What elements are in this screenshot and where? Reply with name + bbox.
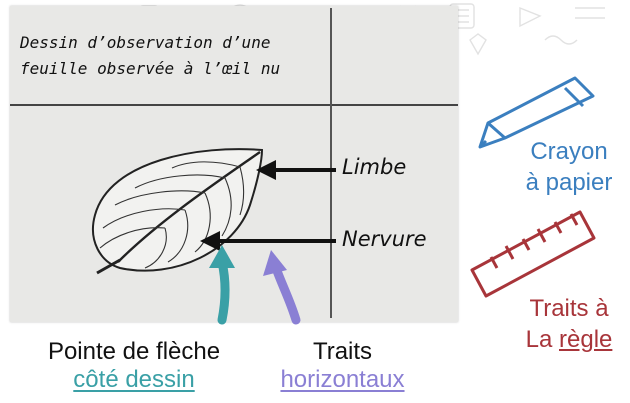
limbe-arrow bbox=[256, 160, 336, 180]
doodle-tube-icon bbox=[469, 33, 487, 56]
paper-title: Dessin d’observation d’une feuille obser… bbox=[20, 30, 310, 82]
limbe-label: Limbe bbox=[342, 155, 407, 179]
ruler-caption-line1: Traits à bbox=[529, 295, 609, 322]
paper-title-line2: feuille observée à l’œil nu bbox=[20, 59, 281, 78]
pencil-caption-line1: Crayon bbox=[530, 138, 608, 165]
arrow-tip-caption-line1: Pointe de flèche bbox=[47, 338, 221, 365]
traits-caption-line1: Traits bbox=[312, 338, 373, 365]
ruler-caption-underlined: règle bbox=[559, 326, 613, 353]
arrow-tip-caption-line2: côté dessin bbox=[73, 366, 195, 393]
teal-curved-arrow bbox=[209, 245, 235, 325]
purple-curved-arrow bbox=[263, 250, 301, 325]
nervure-label: Nervure bbox=[342, 227, 427, 251]
pencil-caption-line2: à papier bbox=[525, 169, 613, 196]
traits-caption-line2: horizontaux bbox=[280, 366, 405, 393]
leaf-drawing bbox=[92, 148, 264, 275]
doodle-formula-icon bbox=[575, 7, 605, 19]
paper-title-line1: Dessin d’observation d’une bbox=[20, 33, 271, 52]
doodle-card-icon bbox=[519, 6, 542, 28]
doodle-squiggle-icon bbox=[544, 35, 578, 45]
arrow-tip-caption: Pointe de flèche côté dessin bbox=[24, 338, 244, 394]
nervure-arrow bbox=[200, 231, 336, 251]
pencil-caption: Crayon à papier bbox=[508, 136, 630, 198]
ruler-caption-prefix: La bbox=[525, 326, 559, 353]
pencil-icon bbox=[478, 76, 595, 149]
ruler-icon bbox=[470, 210, 596, 298]
traits-caption: Traits horizontaux bbox=[255, 338, 430, 394]
ruler-caption: Traits à La règle bbox=[508, 293, 630, 355]
